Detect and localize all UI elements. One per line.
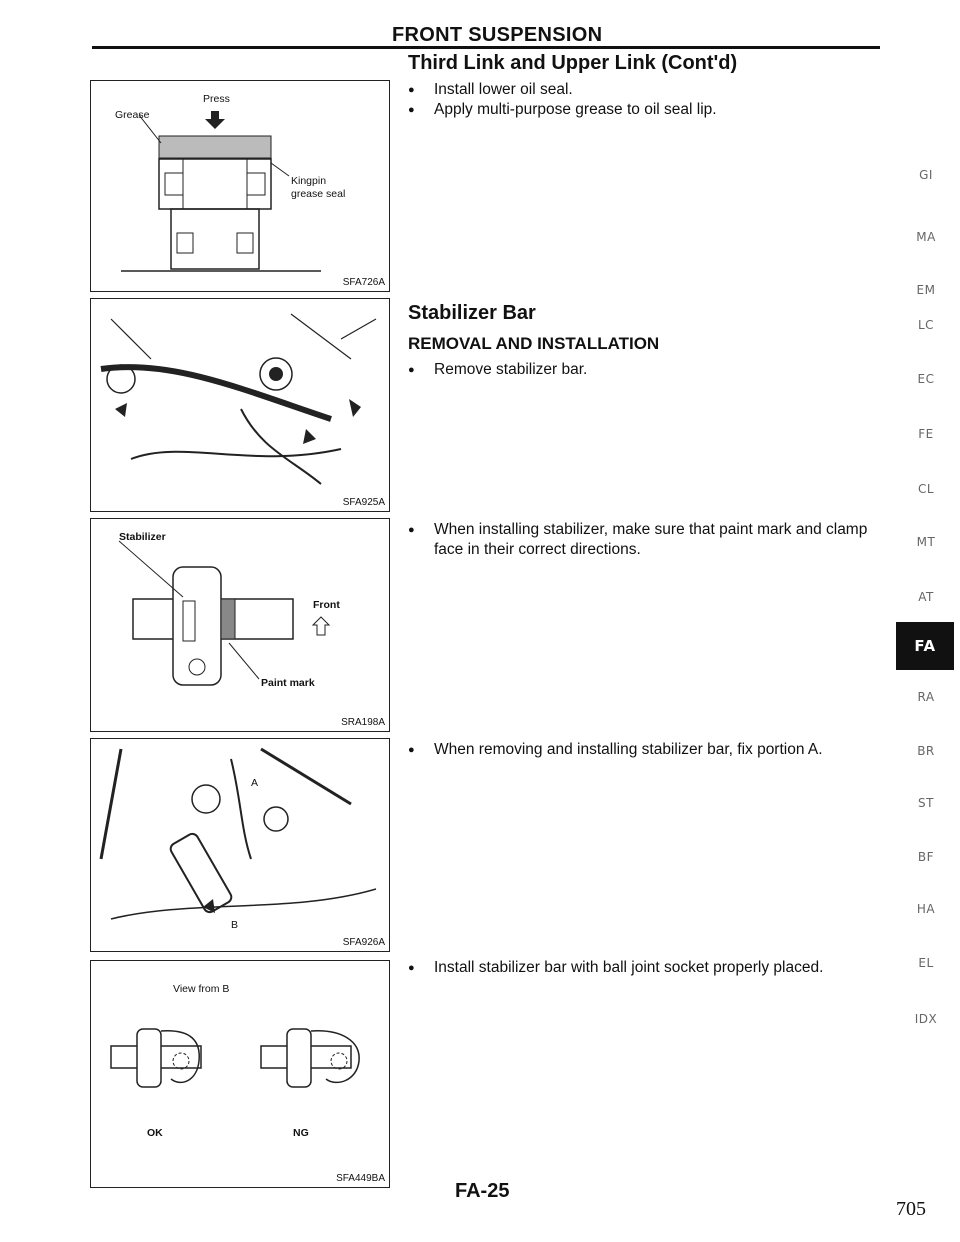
figure-stabilizer-paint-mark: Stabilizer Front Paint mark SRA198A (90, 518, 390, 732)
label-b: B (231, 919, 239, 931)
bullet-item: ● When installing stabilizer, make sure … (408, 520, 898, 560)
label-ok: OK (147, 1127, 163, 1139)
side-tab-lc[interactable]: LC (917, 318, 935, 332)
side-tab-bf[interactable]: BF (917, 850, 935, 864)
label-stabilizer: Stabilizer (119, 531, 166, 543)
figure-stabilizer-removal: SFA925A (90, 298, 390, 512)
bullet-text: Remove stabilizer bar. (434, 361, 588, 378)
figure-oil-seal-press: Press Grease Kingpin grease seal SFA726A (90, 80, 390, 292)
side-tab-ra[interactable]: RA (917, 690, 935, 704)
side-tab-idx[interactable]: IDX (914, 1012, 938, 1026)
page-number: 705 (896, 1198, 926, 1220)
bullet-text: Apply multi-purpose grease to oil seal l… (434, 101, 717, 118)
label-view-from-b: View from B (173, 983, 230, 995)
side-tab-ha[interactable]: HA (916, 902, 936, 916)
bullet-text: When installing stabilizer, make sure th… (434, 521, 868, 558)
bullet-item: ● Remove stabilizer bar. (408, 360, 868, 380)
section-title-stabilizer-bar: Stabilizer Bar (408, 302, 536, 324)
bullet-item: ● Install lower oil seal. (408, 80, 868, 100)
bullet-icon: ● (408, 84, 415, 96)
section-subtitle-removal: REMOVAL AND INSTALLATION (408, 334, 660, 353)
page-code: FA-25 (455, 1180, 510, 1202)
label-grease: Grease (115, 109, 150, 121)
stabilizer-removal-drawing (100, 313, 377, 485)
label-kingpin: Kingpin (291, 175, 327, 187)
side-tab-ma[interactable]: MA (916, 230, 936, 244)
ok-socket-drawing (110, 1028, 202, 1088)
figure-code: SFA449BA (336, 1173, 385, 1184)
bullet-item: ● Apply multi-purpose grease to oil seal… (408, 100, 868, 120)
bullet-icon: ● (408, 104, 415, 116)
bullet-item: ● Install stabilizer bar with ball joint… (408, 958, 898, 978)
page-header-title: FRONT SUSPENSION (392, 24, 603, 46)
side-tab-mt[interactable]: MT (916, 535, 936, 549)
figure-ball-joint-socket: View from B OK NG SFA449BA (90, 960, 390, 1188)
header-rule (92, 46, 880, 49)
figure-code: SRA198A (341, 717, 385, 728)
ball-joint-drawing (110, 1028, 360, 1088)
side-tab-cl[interactable]: CL (917, 482, 935, 496)
label-a: A (251, 777, 259, 789)
fix-portion-drawing (99, 747, 377, 920)
bullet-icon: ● (408, 364, 415, 376)
bullet-text: Install lower oil seal. (434, 81, 573, 98)
label-ng: NG (293, 1127, 309, 1139)
label-front: Front (313, 599, 340, 611)
label-press: Press (203, 93, 230, 105)
figure-code: SFA926A (342, 937, 385, 948)
side-tab-st[interactable]: ST (918, 796, 934, 810)
label-grease-seal: grease seal (291, 188, 346, 200)
side-tab-fe[interactable]: FE (918, 427, 934, 441)
bullet-text: When removing and installing stabilizer … (434, 741, 823, 758)
side-tab-em[interactable]: EM (916, 283, 936, 297)
oil-seal-drawing (121, 111, 321, 272)
bullet-icon: ● (408, 524, 415, 536)
side-tab-at[interactable]: AT (918, 590, 934, 604)
bullet-icon: ● (408, 962, 415, 974)
figure-fix-portion-a: A B SFA926A (90, 738, 390, 952)
figure-code: SFA726A (342, 277, 385, 288)
label-paint-mark: Paint mark (261, 677, 315, 689)
side-tab-el[interactable]: EL (918, 956, 934, 970)
side-tab-ec[interactable]: EC (917, 372, 935, 386)
bullet-icon: ● (408, 744, 415, 756)
side-tab-fa-active[interactable]: FA (896, 622, 954, 670)
section-title-third-link: Third Link and Upper Link (Cont'd) (408, 52, 738, 74)
paint-mark-drawing (118, 540, 331, 686)
side-tab-br[interactable]: BR (917, 744, 935, 758)
figure-code: SFA925A (342, 497, 385, 508)
ng-socket-drawing (260, 1028, 360, 1088)
bullet-item: ● When removing and installing stabilize… (408, 740, 898, 760)
side-tab-gi[interactable]: GI (919, 168, 933, 182)
bullet-text: Install stabilizer bar with ball joint s… (434, 959, 824, 976)
